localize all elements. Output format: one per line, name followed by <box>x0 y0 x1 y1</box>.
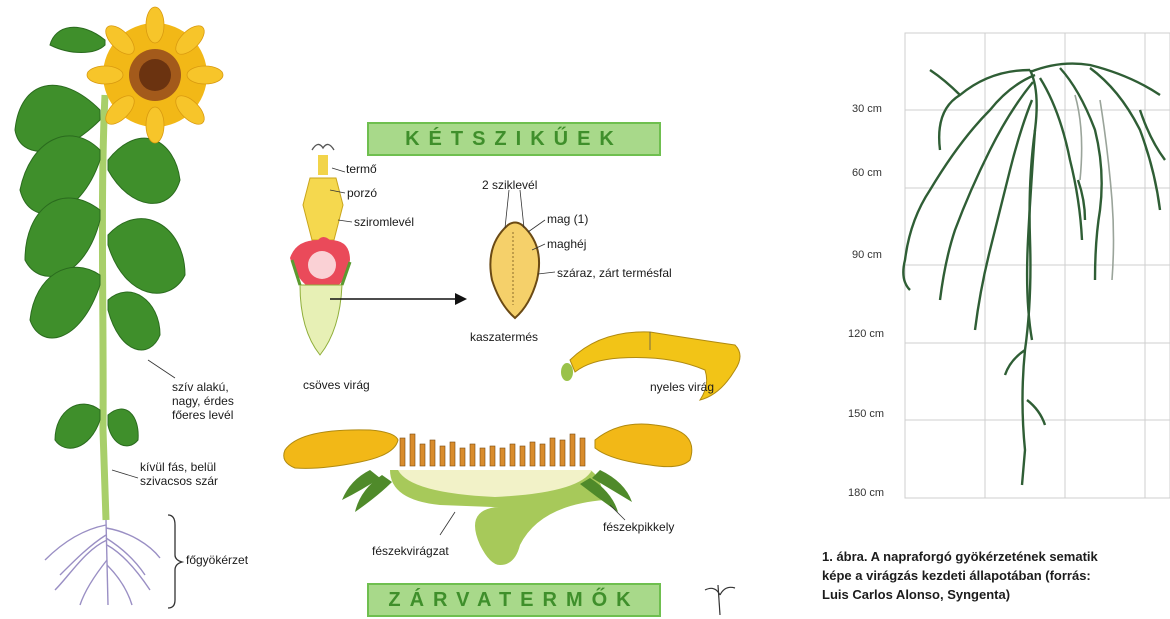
ray-flower-label: nyeles virág <box>650 380 714 394</box>
fruit-wall-label: száraz, zárt termésfal <box>557 266 672 280</box>
cotyledon-label: 2 sziklevél <box>482 178 537 192</box>
achene-icon <box>490 190 555 318</box>
stamen-label: porzó <box>347 186 377 200</box>
banner-angiosperms: ZÁRVATERMŐK <box>367 583 661 617</box>
arrow-icon <box>330 293 467 305</box>
depth-label-90: 90 cm <box>852 249 882 261</box>
taproot-icon <box>45 520 160 605</box>
seed-label: mag (1) <box>547 212 588 226</box>
pistil-label: termő <box>346 162 377 176</box>
flower-head-section-icon <box>284 424 692 565</box>
seed-coat-label: maghéj <box>547 237 586 251</box>
petal-label: sziromlevél <box>354 215 414 229</box>
inflorescence-label: fészekvirágzat <box>372 544 449 558</box>
figure-caption: 1. ábra. A napraforgó gyökérzetének sema… <box>822 547 1170 604</box>
depth-label-120: 120 cm <box>848 328 884 340</box>
leaf-label: szív alakú, nagy, érdes főeres levél <box>172 380 234 422</box>
depth-label-150: 150 cm <box>848 408 884 420</box>
root-system-drawing <box>903 64 1165 485</box>
seedling-icon <box>705 585 735 615</box>
depth-label-60: 60 cm <box>852 167 882 179</box>
sunflower-plant <box>15 7 223 608</box>
bract-label: fészekpikkely <box>603 520 674 534</box>
sunflower-head-icon <box>87 7 223 143</box>
stem-label: kívül fás, belül szivacsos szár <box>140 460 218 488</box>
tube-flower-label: csöves virág <box>303 378 370 392</box>
tube-flower-icon <box>290 144 352 355</box>
depth-label-30: 30 cm <box>852 103 882 115</box>
depth-label-180: 180 cm <box>848 487 884 499</box>
taproot-label: főgyökérzet <box>186 553 248 567</box>
achene-label: kaszatermés <box>470 330 538 344</box>
banner-dicots: KÉTSZIKŰEK <box>367 122 661 156</box>
